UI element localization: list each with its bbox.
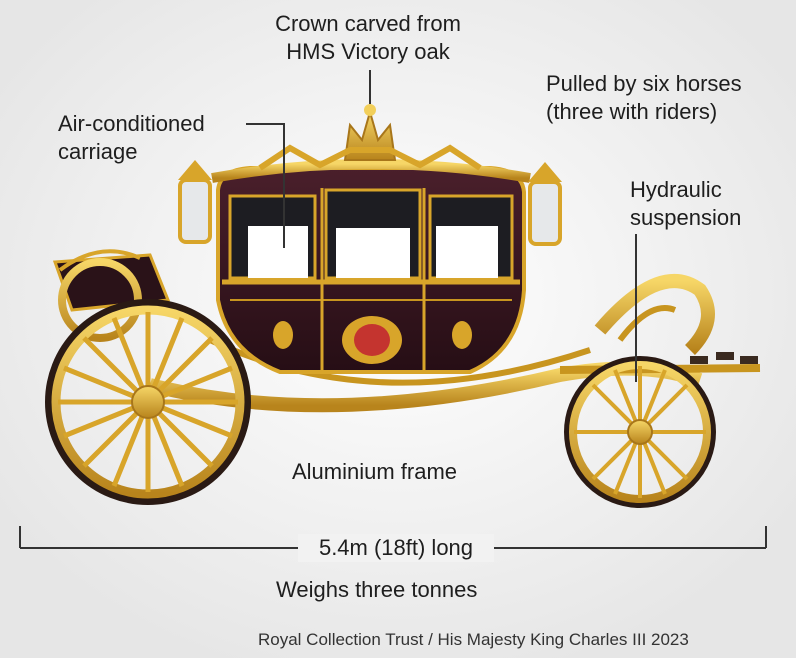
label-hydraulic-line-1: Hydraulic — [630, 177, 722, 202]
carriage-body — [211, 159, 531, 374]
label-crown: Crown carved from HMS Victory oak — [248, 10, 488, 66]
image-credit: Royal Collection Trust / His Majesty Kin… — [258, 630, 689, 649]
label-air-conditioned: Air-conditioned carriage — [58, 110, 205, 166]
label-aluminium-frame: Aluminium frame — [292, 459, 458, 484]
rear-platform — [52, 249, 171, 342]
label-air-line-2: carriage — [58, 139, 138, 164]
label-horses-line-2: (three with riders) — [546, 99, 718, 124]
front-wheel — [564, 356, 716, 508]
label-hydraulic: Hydraulic suspension — [630, 176, 741, 232]
front-c-spring — [594, 274, 715, 355]
label-crown-line-1: Crown carved from — [275, 11, 461, 36]
rear-wheel — [45, 299, 251, 505]
label-weight: Weighs three tonnes — [276, 577, 478, 602]
lanterns — [178, 160, 562, 246]
crown — [258, 104, 482, 171]
label-crown-line-2: HMS Victory oak — [286, 39, 450, 64]
label-length: 5.4m (18ft) long — [298, 534, 494, 562]
label-air-line-1: Air-conditioned — [58, 111, 205, 136]
leader-lines — [246, 70, 637, 382]
leader-air — [246, 123, 285, 248]
label-horses-line-1: Pulled by six horses — [546, 71, 742, 96]
label-horses: Pulled by six horses (three with riders) — [546, 70, 742, 126]
label-hydraulic-line-2: suspension — [630, 205, 742, 230]
